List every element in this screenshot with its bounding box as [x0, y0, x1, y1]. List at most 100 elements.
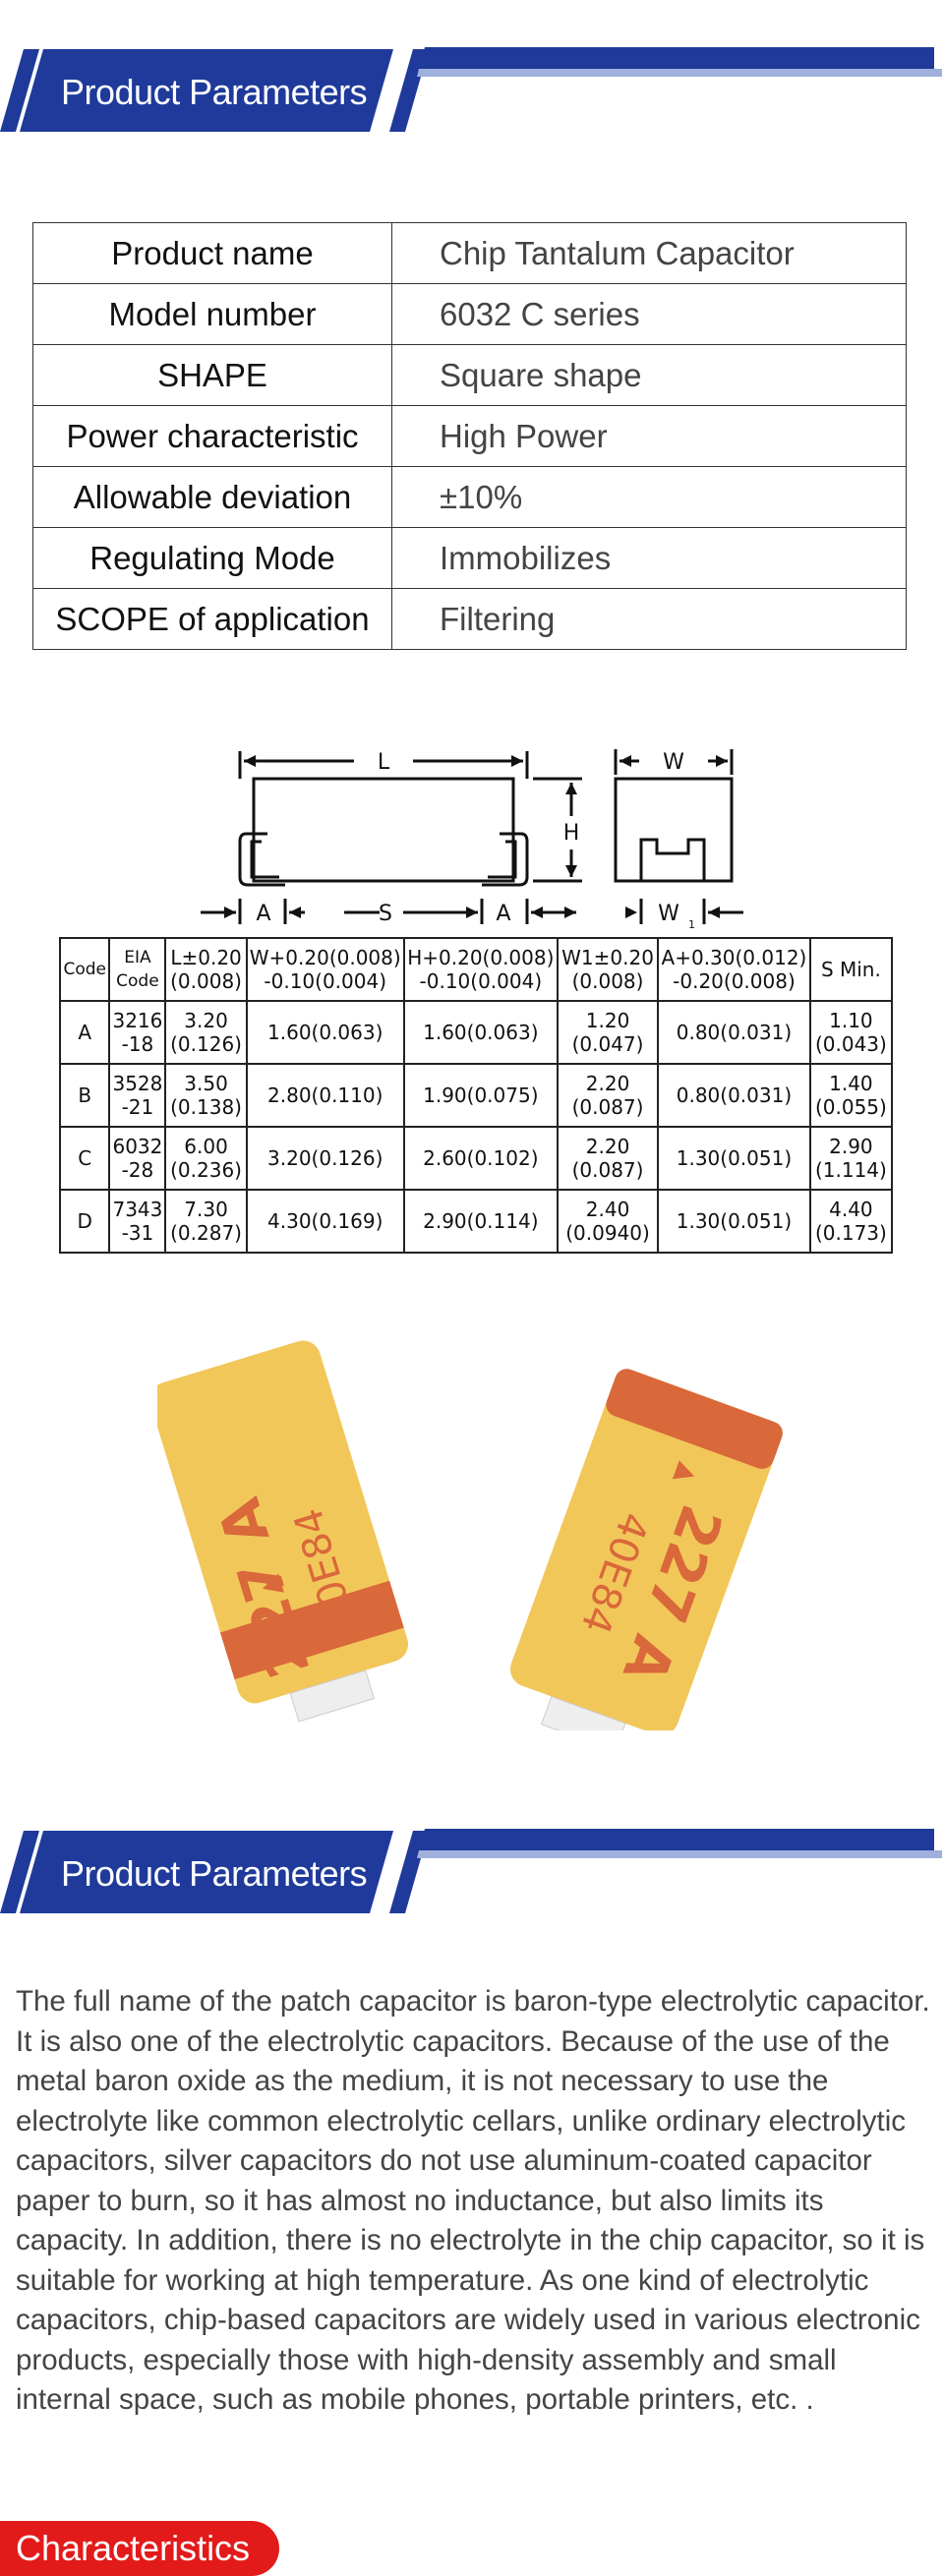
- dimension-cell: 1.40(0.055): [808, 1063, 894, 1128]
- cell-line-1: L±0.20: [170, 946, 242, 969]
- parameter-value: High Power: [391, 405, 907, 467]
- parameter-key: Regulating Mode: [32, 527, 392, 589]
- dim-label-w1: W: [658, 902, 679, 926]
- dimension-cell: 1.60(0.063): [245, 1000, 405, 1065]
- dimension-cell: C: [58, 1126, 111, 1191]
- cell-line-2: (0.055): [814, 1095, 887, 1119]
- cell-line-1: EIA: [124, 948, 151, 967]
- cell-line-2: (0.008): [170, 969, 242, 993]
- dim-label-l: L: [378, 750, 390, 775]
- dimension-cell: 1.10(0.043): [808, 1000, 894, 1065]
- cell-line-1: 2.80(0.110): [267, 1083, 384, 1107]
- cell-line-2: (0.043): [814, 1032, 887, 1056]
- cell-line-1: 1.30(0.051): [676, 1209, 793, 1233]
- dimension-cell: 4.40(0.173): [808, 1189, 894, 1254]
- cell-line-1: A: [78, 1021, 92, 1044]
- cell-line-1: 1.10: [829, 1009, 873, 1032]
- cell-line-1: W1±0.20: [561, 946, 654, 969]
- cell-line-1: 2.20: [585, 1072, 630, 1095]
- cell-line-1: 2.90: [829, 1135, 873, 1158]
- cell-line-2: (0.008): [571, 969, 644, 993]
- cell-line-2: (0.087): [571, 1158, 644, 1182]
- cell-line-1: 0.80(0.031): [676, 1021, 793, 1044]
- parameter-value: Filtering: [391, 588, 907, 650]
- dimension-cell: B: [58, 1063, 111, 1128]
- cell-line-1: C: [78, 1146, 92, 1170]
- cell-line-1: 2.60(0.102): [423, 1146, 539, 1170]
- cell-line-2: -21: [121, 1095, 154, 1119]
- dim-label-a-left: A: [256, 902, 270, 926]
- cell-line-2: (0.087): [571, 1095, 644, 1119]
- cell-line-1: 1.90(0.075): [423, 1083, 539, 1107]
- cell-line-2: -31: [121, 1221, 154, 1245]
- cell-line-1: D: [77, 1209, 92, 1233]
- cell-line-2: (0.173): [814, 1221, 887, 1245]
- dimension-cell: 2.90(0.114): [402, 1189, 559, 1254]
- cell-line-2: -0.20(0.008): [673, 969, 796, 993]
- parameter-key: Power characteristic: [32, 405, 392, 467]
- dimension-header: W+0.20(0.008)-0.10(0.004): [245, 937, 405, 1002]
- dimension-diagram: L H W A S A W 1: [201, 749, 743, 931]
- characteristics-badge: Characteristics: [0, 2521, 279, 2576]
- dimension-cell: 2.20(0.087): [556, 1063, 660, 1128]
- dimension-cell: 1.90(0.075): [402, 1063, 559, 1128]
- dim-label-s: S: [379, 902, 392, 926]
- parameter-value: 6032 C series: [391, 283, 907, 345]
- cell-line-2: (0.138): [170, 1095, 242, 1119]
- parameter-key: Model number: [32, 283, 392, 345]
- dim-label-w1-sub: 1: [688, 918, 695, 931]
- cell-line-2: Code: [116, 971, 159, 991]
- product-description: The full name of the patch capacitor is …: [16, 1985, 930, 2416]
- dimension-cell: 0.80(0.031): [657, 1063, 811, 1128]
- section-banner-top: Product Parameters: [0, 47, 944, 136]
- cell-line-2: -0.10(0.004): [264, 969, 387, 993]
- dimension-header: L±0.20(0.008): [164, 937, 248, 1002]
- dimension-cell: 6.00(0.236): [164, 1126, 248, 1191]
- cell-line-1: A+0.30(0.012): [661, 946, 807, 969]
- dimension-cell: 7343-31: [108, 1189, 167, 1254]
- cell-line-2: -18: [121, 1032, 154, 1056]
- parameter-key: SCOPE of application: [32, 588, 392, 650]
- cell-line-1: 3.20(0.126): [267, 1146, 384, 1170]
- cell-line-2: (0.287): [170, 1221, 242, 1245]
- cell-line-2: (0.0940): [565, 1221, 650, 1245]
- parameter-key: Product name: [32, 222, 392, 284]
- dimension-cell: D: [58, 1189, 111, 1254]
- cell-line-1: 4.40: [829, 1198, 873, 1221]
- cell-line-1: 1.30(0.051): [676, 1146, 793, 1170]
- cell-line-1: 3216: [112, 1009, 163, 1032]
- cell-line-1: 7.30: [184, 1198, 228, 1221]
- cell-line-1: 2.90(0.114): [423, 1209, 539, 1233]
- dimension-cell: 2.90(1.114): [808, 1126, 894, 1191]
- parameter-value: Chip Tantalum Capacitor: [391, 222, 907, 284]
- banner-graphic: [0, 47, 942, 132]
- cell-line-1: S Min.: [820, 958, 881, 981]
- dimension-cell: 3.20(0.126): [164, 1000, 248, 1065]
- cell-line-2: (0.126): [170, 1032, 242, 1056]
- capacitor-right: 227 A 40E84: [509, 1369, 783, 1730]
- dimension-cell: 1.30(0.051): [657, 1189, 811, 1254]
- cell-line-1: H+0.20(0.008): [407, 946, 555, 969]
- dim-label-h: H: [563, 821, 580, 846]
- dimension-header: S Min.: [808, 937, 894, 1002]
- dimension-cell: 3528-21: [108, 1063, 167, 1128]
- product-photo: 227 A 40E84 227 A 40E84: [157, 1340, 783, 1730]
- cell-line-1: 3528: [112, 1072, 163, 1095]
- dimension-cell: 3.20(0.126): [245, 1126, 405, 1191]
- banner-graphic: [0, 1829, 942, 1913]
- cell-line-1: Code: [63, 960, 106, 979]
- dimension-cell: 2.60(0.102): [402, 1126, 559, 1191]
- dimension-header: EIA Code: [108, 937, 167, 1002]
- cell-line-2: (1.114): [814, 1158, 887, 1182]
- cell-line-1: 3.50: [184, 1072, 228, 1095]
- cell-line-2: -28: [121, 1158, 154, 1182]
- dimension-cell: 1.60(0.063): [402, 1000, 559, 1065]
- dimension-cell: 4.30(0.169): [245, 1189, 405, 1254]
